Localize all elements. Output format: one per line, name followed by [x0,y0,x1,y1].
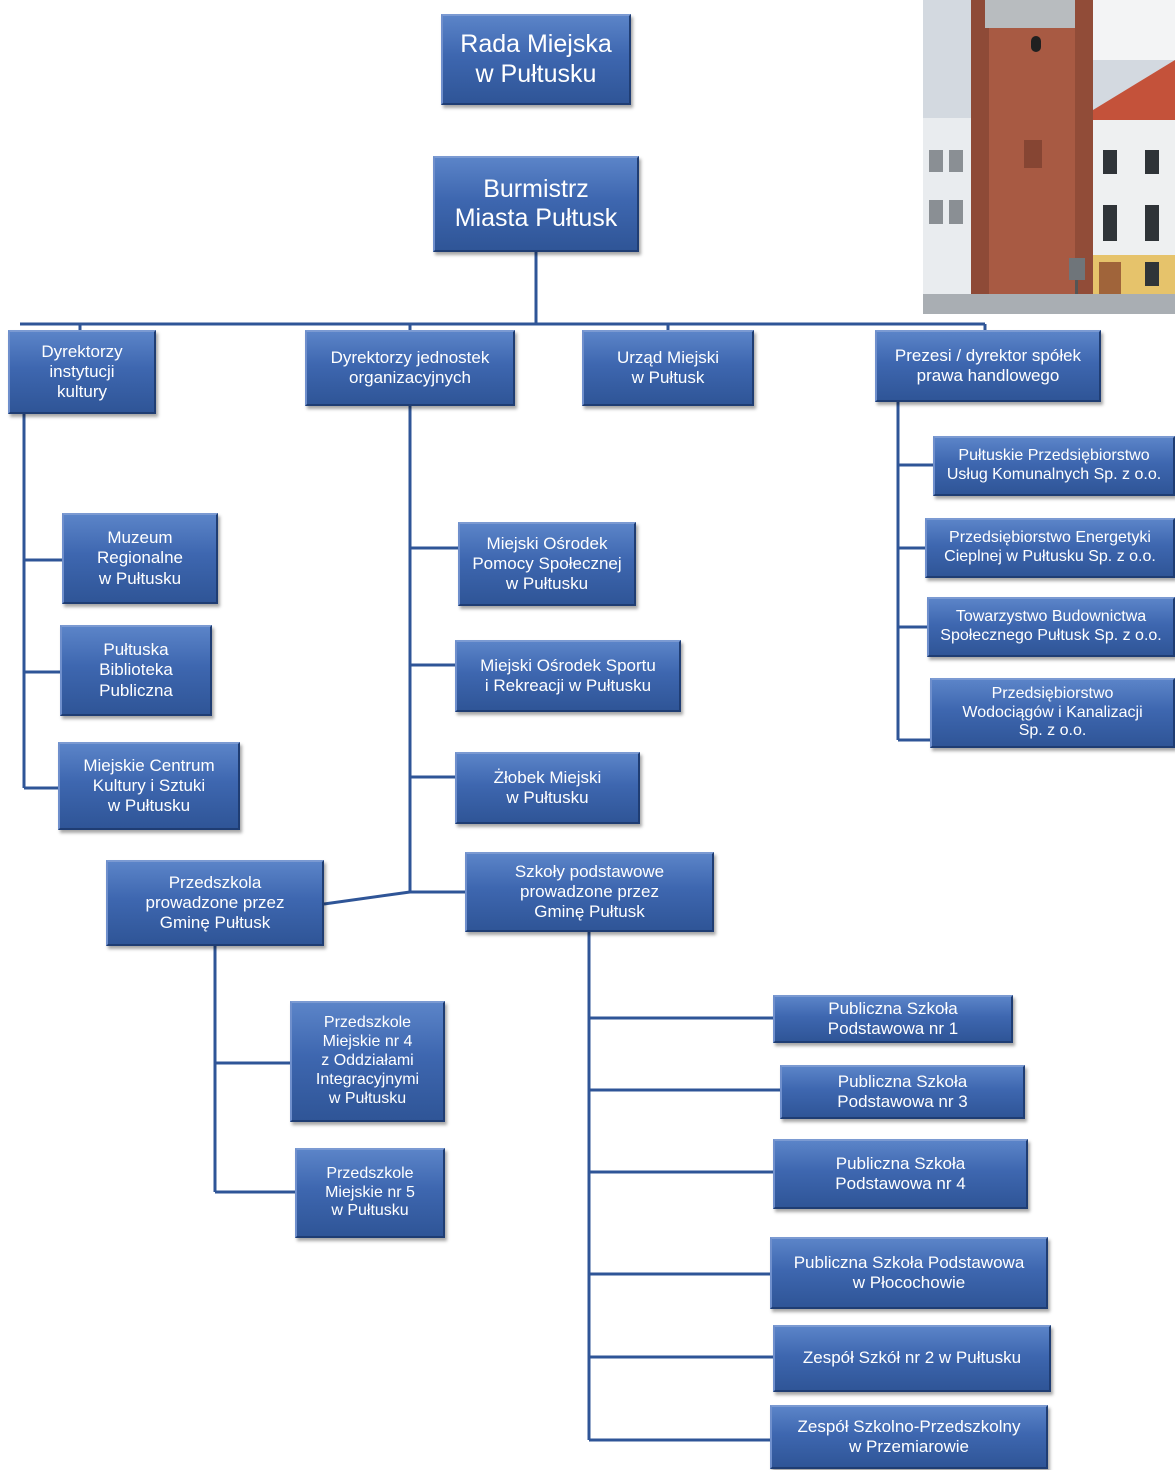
social-welfare-centre-box: Miejski Ośrodek Pomocy Społecznej w Pułt… [458,522,636,606]
sports-centre-box: Miejski Ośrodek Sportu i Rekreacji w Puł… [455,640,681,712]
city-council-box: Rada Miejska w Pułtusku [441,14,631,105]
company-heads-box: Prezesi / dyrektor spółek prawa handlowe… [875,330,1101,402]
unit-directors-box: Dyrektorzy jednostek organizacyjnych [305,330,515,406]
primary-school-3-box: Publiczna Szkoła Podstawowa nr 3 [780,1065,1025,1119]
kindergarten-5-box: Przedszkole Miejskie nr 5 w Pułtusku [295,1148,445,1238]
water-company-box: Przedsiębiorstwo Wodociągów i Kanalizacj… [930,678,1175,748]
culture-centre-box: Miejskie Centrum Kultury i Sztuki w Pułt… [58,742,240,830]
school-kindergarten-complex-przemiarowo-box: Zespół Szkolno-Przedszkolny w Przemiarow… [770,1405,1048,1469]
public-library-box: Pułtuska Biblioteka Publiczna [60,625,212,716]
school-complex-2-box: Zespół Szkół nr 2 w Pułtusku [773,1325,1051,1392]
heating-company-box: Przedsiębiorstwo Energetyki Cieplnej w P… [925,518,1175,578]
town-hall-tower-photo [923,0,1175,314]
kindergarten-4-box: Przedszkole Miejskie nr 4 z Oddziałami I… [290,1001,445,1122]
communal-services-company-box: Pułtuskie Przedsiębiorstwo Usług Komunal… [933,436,1175,496]
nursery-box: Żłobek Miejski w Pułtusku [455,752,640,824]
primary-schools-group-box: Szkoły podstawowe prowadzone przez Gminę… [465,852,714,932]
regional-museum-box: Muzeum Regionalne w Pułtusku [62,513,218,604]
mayor-box: Burmistrz Miasta Pułtusk [433,156,639,252]
primary-school-plocochowo-box: Publiczna Szkoła Podstawowa w Płocochowi… [770,1237,1048,1309]
culture-directors-box: Dyrektorzy instytucji kultury [8,330,156,414]
housing-company-box: Towarzystwo Budownictwa Społecznego Pułt… [927,597,1175,657]
primary-school-4-box: Publiczna Szkoła Podstawowa nr 4 [773,1139,1028,1209]
city-office-box: Urząd Miejski w Pułtusk [582,330,754,406]
kindergartens-group-box: Przedszkola prowadzone przez Gminę Pułtu… [106,860,324,946]
primary-school-1-box: Publiczna Szkoła Podstawowa nr 1 [773,995,1013,1043]
